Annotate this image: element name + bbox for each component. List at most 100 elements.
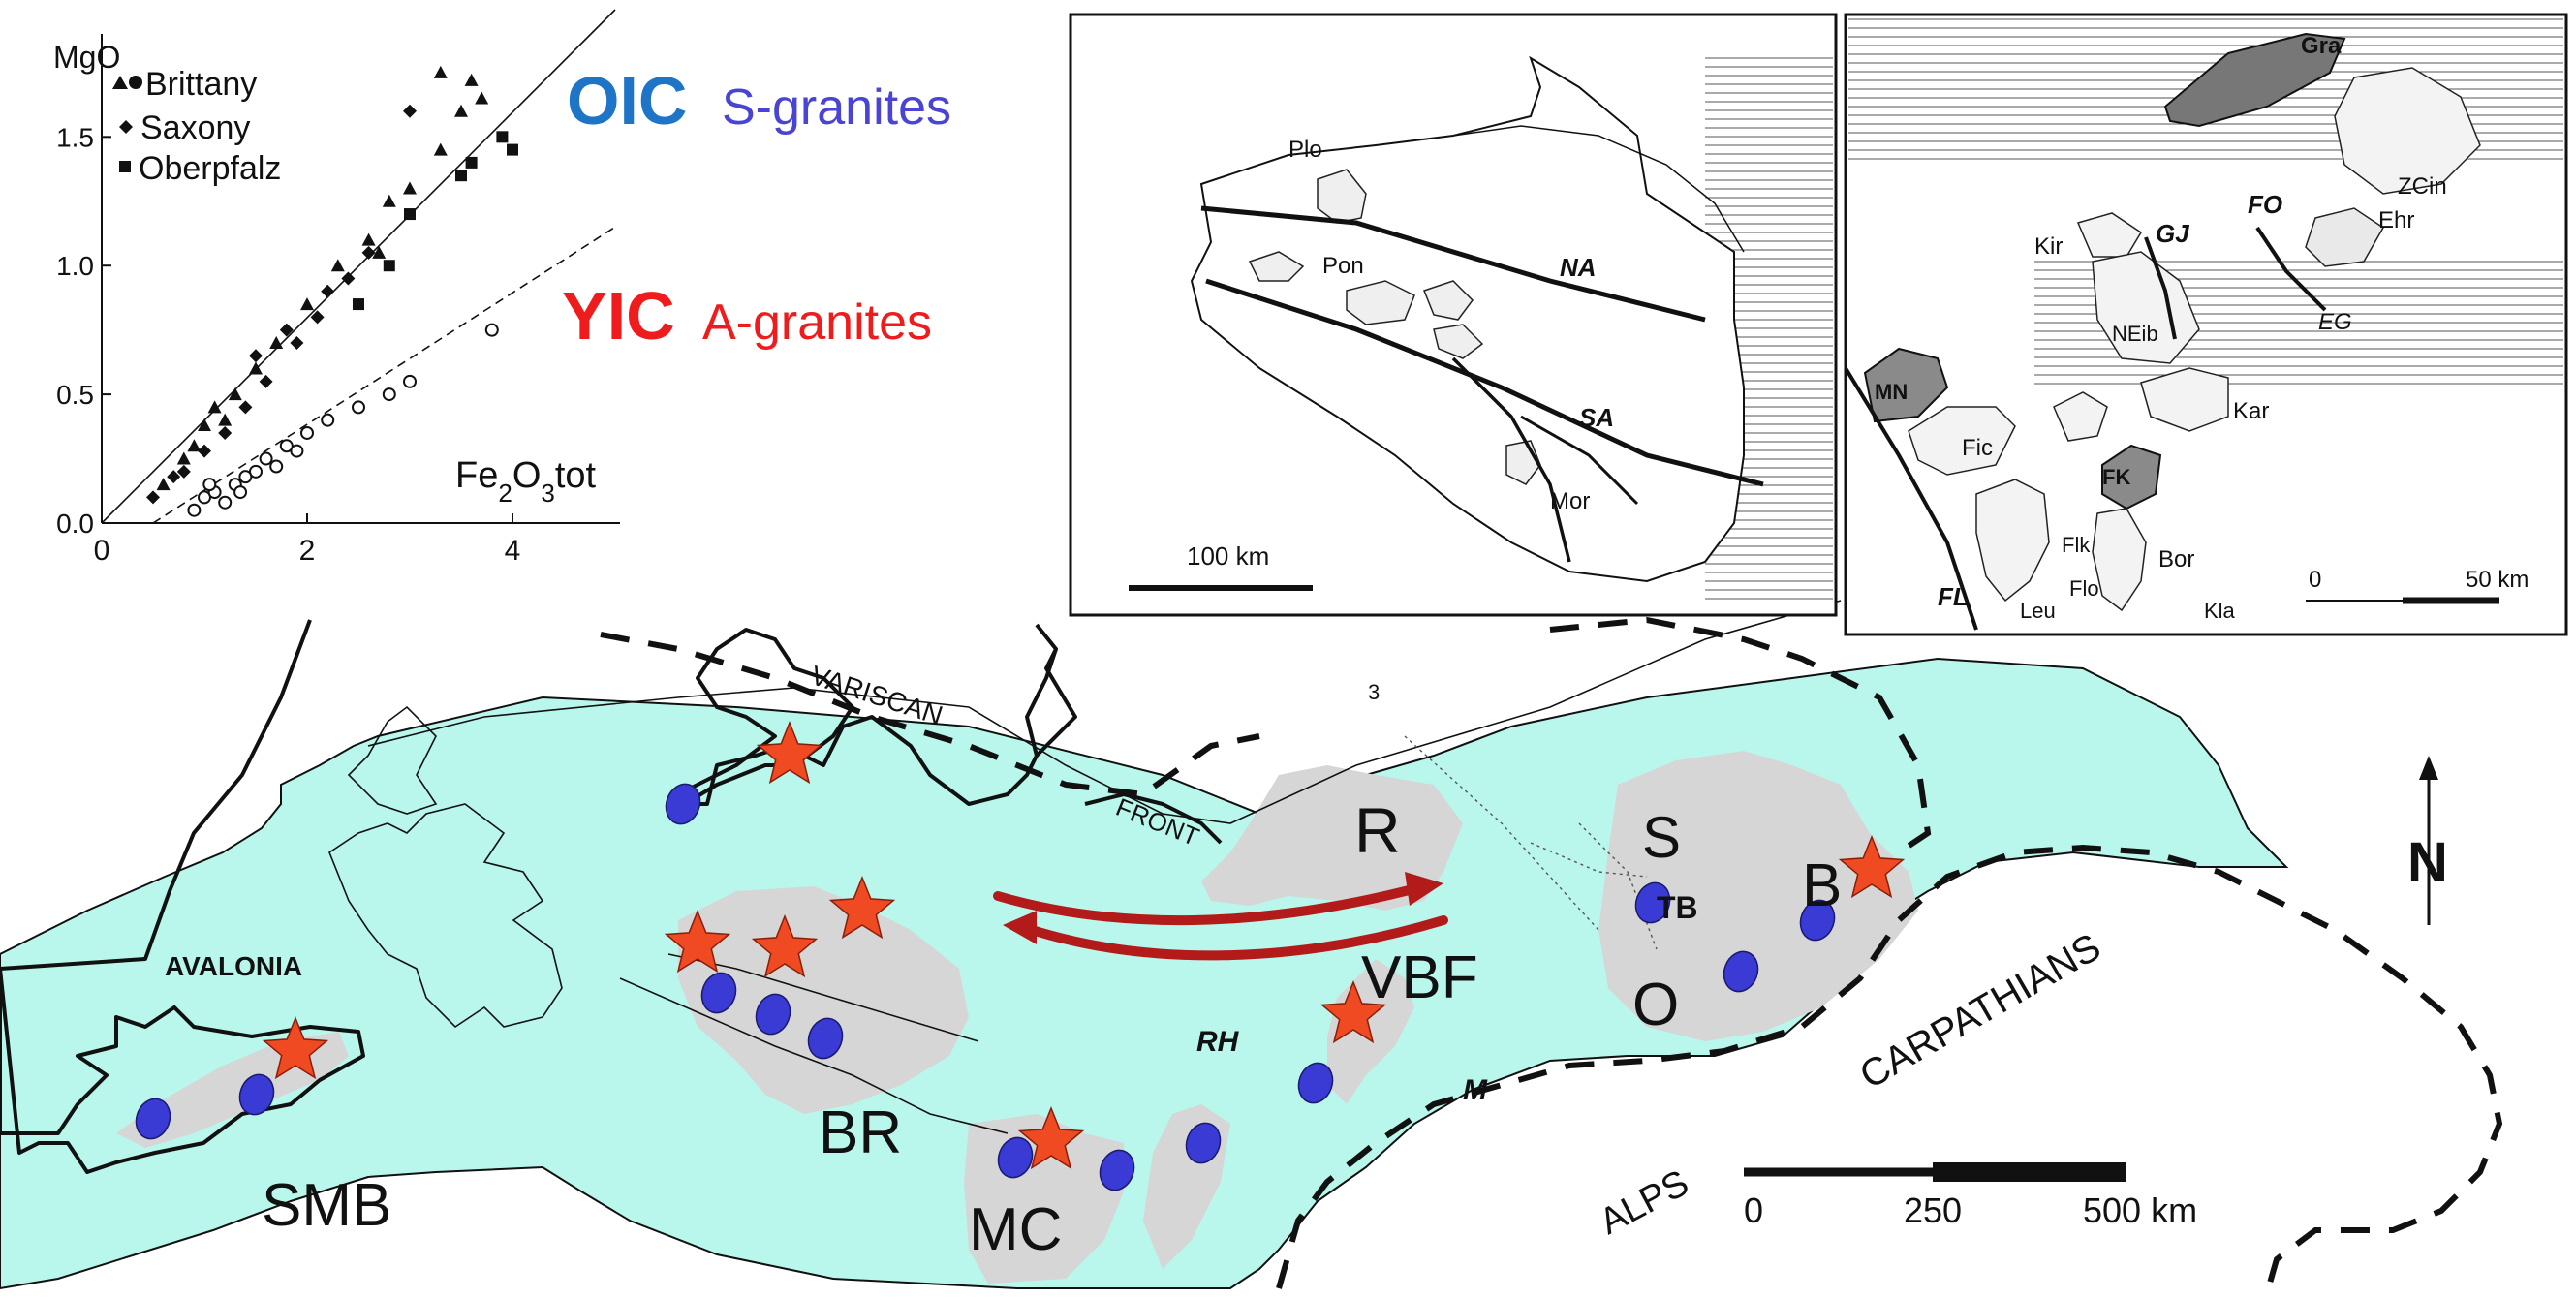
- dot-marker-icon: [1799, 899, 1836, 942]
- shear-arrow-lower: [1012, 915, 1448, 961]
- label-yic: YIC: [562, 278, 675, 354]
- star-marker-icon: [664, 909, 731, 974]
- y-tick-label: 1.5: [56, 122, 94, 152]
- label-s-granites: S-granites: [722, 79, 951, 136]
- scale-tick-250: 250: [1904, 1191, 1962, 1230]
- data-point: [330, 259, 345, 272]
- x-tick-label: 2: [299, 535, 316, 567]
- right-label-kir: Kir: [2034, 233, 2063, 260]
- dot-marker-icon: [135, 1098, 171, 1140]
- label-three: 3: [1368, 680, 1380, 704]
- data-point: [290, 444, 304, 458]
- right-label-ehr: Ehr: [2378, 207, 2414, 233]
- data-point: [383, 260, 395, 272]
- data-point: [455, 170, 467, 182]
- data-point: [353, 298, 364, 311]
- dotted-fault-2: [1578, 822, 1658, 950]
- right-pluton-mn: [1863, 347, 1949, 423]
- right-label-mn: MN: [1875, 380, 1908, 404]
- data-point: [187, 503, 202, 517]
- right-scale-end: 50 km: [2466, 567, 2529, 593]
- right-label-eg: EG: [2318, 309, 2352, 335]
- massif-r: [1201, 765, 1463, 911]
- triangle-marker-icon: [112, 76, 128, 89]
- scale-tick-500: 500 km: [2083, 1191, 2197, 1230]
- data-point: [269, 335, 284, 349]
- y-ticks: 0.00.51.01.5: [56, 122, 111, 539]
- right-scale-zero: 0: [2309, 567, 2321, 593]
- right-label-gj: GJ: [2156, 219, 2189, 248]
- mid-label-na: NA: [1560, 253, 1597, 282]
- data-point: [310, 310, 325, 325]
- dot-marker-icon: [1185, 1122, 1222, 1164]
- label-br: BR: [819, 1099, 902, 1166]
- dot-marker-icon: [665, 783, 701, 825]
- data-point: [403, 181, 417, 195]
- mid-pluton-plo: [1317, 169, 1367, 224]
- data-point: [321, 413, 335, 427]
- right-pluton-flk: [1975, 479, 2050, 603]
- star-markers: [262, 720, 1906, 1170]
- data-point: [187, 439, 202, 452]
- data-point: [249, 361, 263, 375]
- right-pluton-fk: [2101, 444, 2162, 510]
- north-arrow-icon: N: [2407, 756, 2448, 925]
- data-point: [259, 374, 273, 388]
- data-point: [465, 156, 478, 169]
- smb-outline: [0, 967, 365, 1174]
- data-point: [433, 65, 448, 78]
- fault-line-br-2: [619, 977, 1009, 1134]
- dot-marker-icon: [700, 972, 737, 1014]
- mid-pluton-a: [1248, 251, 1305, 282]
- y-tick-label: 0.5: [56, 380, 94, 410]
- label-smb: SMB: [262, 1172, 391, 1239]
- plot-legend: Brittany Saxony Oberpfalz: [112, 66, 281, 187]
- inset-right-map: Gra ZCin Ehr Kir GJ FO NEib EG MN Kar Fi…: [1844, 13, 2568, 636]
- dot-marker-icon: [807, 1017, 844, 1060]
- scatter-points: [146, 65, 518, 517]
- data-point: [507, 143, 518, 156]
- data-point: [382, 194, 396, 207]
- shear-arrow-lower-head: [1003, 911, 1037, 944]
- main-scale-bar: 0 250 500 km: [1744, 1162, 2197, 1230]
- mid-label-pon: Pon: [1322, 253, 1364, 279]
- label-vbf: VBF: [1361, 944, 1478, 1011]
- data-point: [176, 464, 191, 479]
- right-label-fl: FL: [1938, 582, 1969, 611]
- label-tb: TB: [1657, 890, 1698, 925]
- shear-arrow-upper: [993, 881, 1429, 926]
- dot-marker-icon: [1723, 950, 1759, 993]
- label-s: S: [1642, 805, 1681, 870]
- fault-gj: [2144, 236, 2177, 340]
- mid-outline-inner: [1452, 125, 1745, 253]
- star-marker-icon: [1319, 979, 1387, 1044]
- label-avalonia: AVALONIA: [165, 951, 302, 981]
- dot-marker-icon: [1297, 1062, 1334, 1104]
- plot-y-label: MgO: [53, 40, 120, 75]
- star-marker-icon: [1838, 834, 1906, 899]
- right-pluton-kir: [2076, 212, 2143, 258]
- right-label-fo: FO: [2248, 190, 2282, 219]
- data-point: [403, 374, 417, 388]
- square-marker-icon: [119, 161, 131, 172]
- data-point: [433, 142, 448, 156]
- fault-fl: [1844, 366, 1978, 631]
- data-point: [290, 335, 304, 350]
- right-pluton-gra: [2163, 32, 2346, 128]
- data-point: [300, 425, 314, 440]
- inset-middle-map: Plo Pon NA SA Mor 100 km: [1069, 13, 1838, 617]
- mid-pluton-d: [1433, 324, 1484, 359]
- alpine-front-dashed: [1276, 844, 2503, 1294]
- scale-tick-0: 0: [1744, 1191, 1763, 1230]
- star-marker-icon: [751, 913, 819, 978]
- label-alps: ALPS: [1594, 1162, 1696, 1243]
- right-pluton-bor: [2092, 508, 2147, 612]
- x-tick-label: 4: [505, 535, 521, 567]
- label-mc: MC: [969, 1196, 1062, 1263]
- dot-marker-icon: [755, 993, 791, 1036]
- data-point: [464, 73, 479, 86]
- right-pluton-misc: [2053, 391, 2108, 442]
- label-a-granites: A-granites: [702, 294, 932, 351]
